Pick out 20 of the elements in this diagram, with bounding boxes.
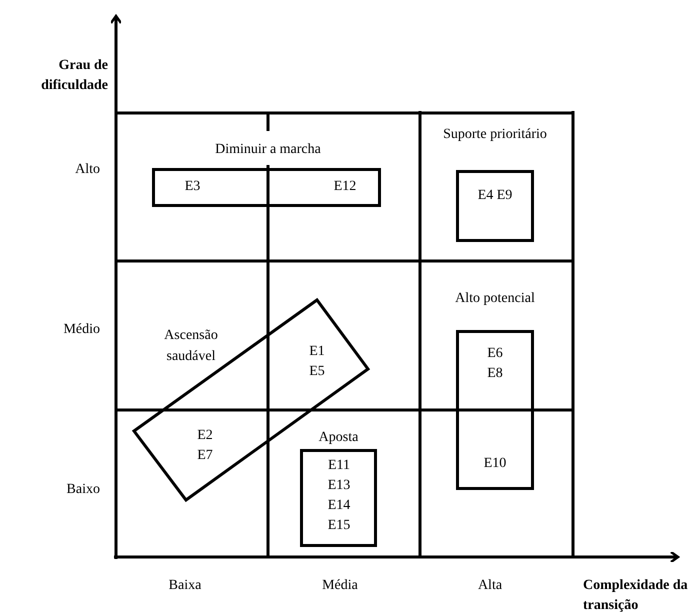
group-box (152, 168, 381, 207)
item-codes: E4 E9 (477, 187, 513, 205)
axis-title: Grau de dificuldade (40, 57, 108, 95)
group-box (456, 330, 534, 490)
axis-tick-label: Médio (62, 321, 100, 339)
group-box (456, 170, 534, 242)
item-codes: E3 (184, 178, 202, 196)
axis-tick-label: Alto (74, 161, 100, 179)
axis-tick-label: Baixa (168, 577, 202, 595)
axis-tick-label: Baixo (66, 481, 100, 499)
item-codes: E1 E5 (308, 343, 326, 381)
item-codes: E2 E7 (196, 427, 214, 465)
axis-tick-label: Alta (476, 577, 504, 595)
item-codes: E12 (332, 178, 358, 196)
axis-title: Complexidade da transição (583, 577, 689, 612)
item-codes: E11 E13 E14 E15 (326, 457, 352, 535)
item-codes: E6 E8 (486, 345, 504, 383)
axis-tick-label: Média (321, 577, 359, 595)
group-box (300, 449, 377, 547)
item-codes: E10 (482, 455, 508, 473)
